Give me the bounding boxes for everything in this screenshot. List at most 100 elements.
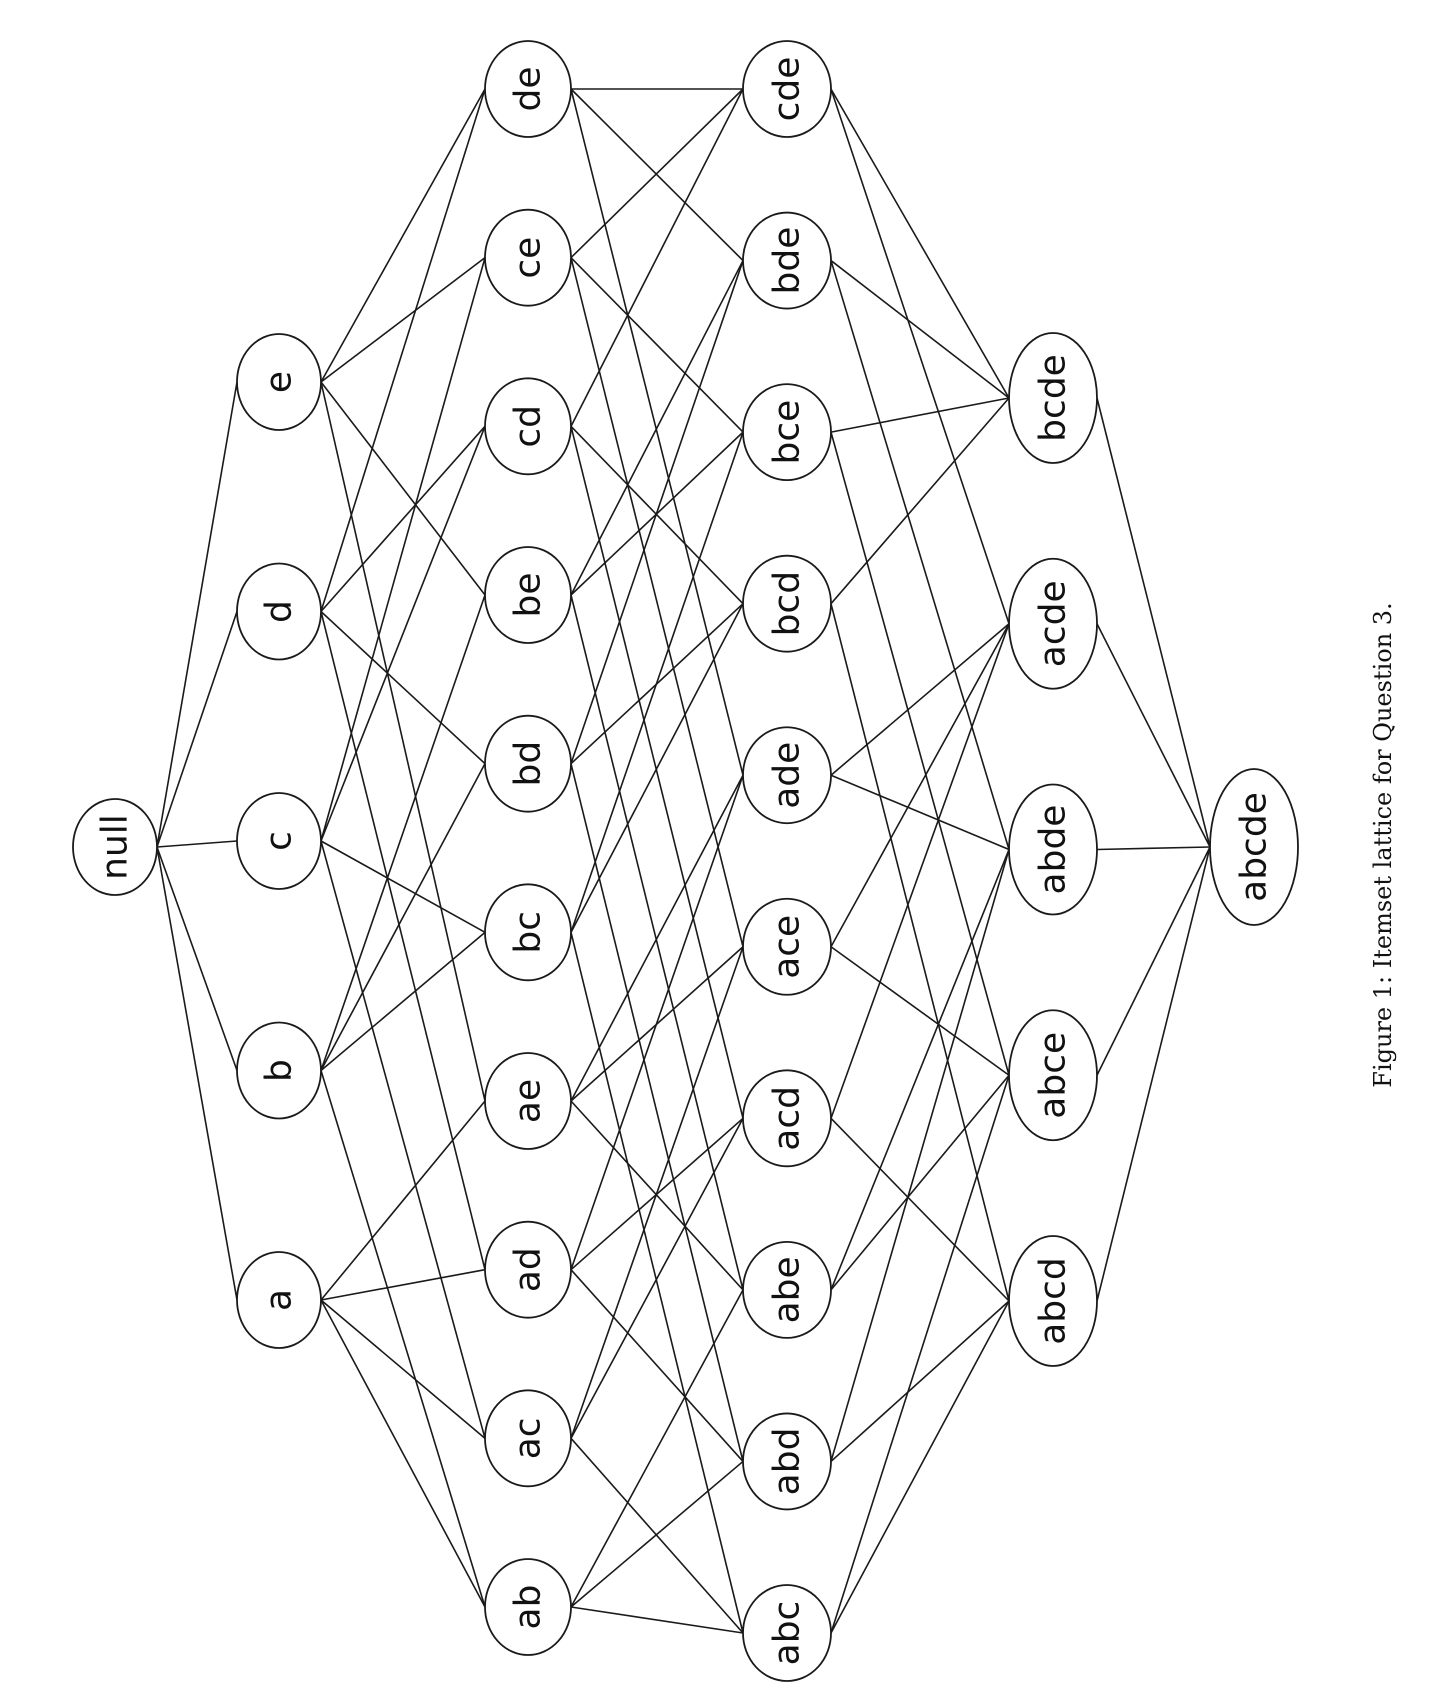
edge-abd-abcd [830, 1300, 1010, 1463]
node-label-bde: bde [767, 227, 808, 295]
node-label-abce: abce [1033, 1032, 1074, 1119]
node-label-d: d [259, 600, 300, 623]
edge-cd-bcd [570, 425, 744, 605]
edge-ab-abe [570, 1289, 744, 1608]
node-label-ad: ad [508, 1247, 549, 1292]
node-ellipse-ace [742, 897, 832, 996]
edge-ae-ade [570, 774, 744, 1102]
edge-abe-abde [830, 849, 1010, 1291]
edge-a-ae [320, 1100, 486, 1301]
node-bcd: bcd [742, 554, 832, 653]
node-abe: abe [742, 1240, 832, 1339]
node-abce: abce [1008, 1009, 1098, 1142]
node-label-ade: ade [767, 742, 808, 809]
node-ade: ade [742, 726, 832, 825]
node-abc: abc [742, 1584, 832, 1682]
node-acd: acd [742, 1069, 832, 1168]
edge-ac-ace [570, 946, 744, 1439]
edge-be-bde [570, 260, 744, 596]
edge-ae-ace [570, 946, 744, 1102]
node-ellipse-abc [742, 1584, 832, 1682]
node-ellipse-acde [1008, 557, 1098, 690]
edge-bc-bcd [570, 603, 744, 933]
edge-abc-abcd [830, 1300, 1010, 1634]
edge-de-bde [570, 88, 744, 262]
node-ellipse-bcd [742, 554, 832, 653]
node-label-bcde: bcde [1033, 354, 1074, 442]
edge-abc-abce [830, 1075, 1010, 1634]
node-label-ab: ab [508, 1585, 549, 1630]
node-bde: bde [742, 211, 832, 310]
edge-d-ad [320, 611, 486, 1270]
node-ellipse-abde [1008, 783, 1098, 916]
node-label-cde: cde [767, 57, 808, 122]
edge-bd-abd [570, 763, 744, 1462]
edge-acde-abcde [1096, 623, 1211, 848]
node-bc: bc [484, 883, 572, 982]
edge-d-cd [320, 425, 486, 613]
node-ellipse-ad [484, 1220, 572, 1319]
edge-a-ac [320, 1299, 486, 1439]
node-ellipse-ac [484, 1389, 572, 1488]
node-ellipse-c [236, 792, 322, 890]
node-be: be [484, 546, 572, 644]
node-e: e [236, 333, 322, 431]
edge-c-cd [320, 426, 486, 842]
node-label-bcd: bcd [767, 571, 808, 637]
edge-ce-cde [570, 88, 744, 259]
node-ellipse-be [484, 546, 572, 644]
node-ellipse-ade [742, 726, 832, 825]
node-abcd: abcd [1008, 1235, 1098, 1367]
node-acde: acde [1008, 557, 1098, 690]
edge-cde-bcde [830, 88, 1010, 399]
node-label-abd: abd [767, 1428, 808, 1496]
edge-bcde-abcde [1096, 397, 1211, 848]
edge-a-ad [320, 1268, 486, 1301]
node-ellipse-acd [742, 1069, 832, 1168]
node-label-abcd: abcd [1033, 1257, 1074, 1345]
edge-e-ae [320, 381, 486, 1102]
edge-null-a [156, 846, 238, 1301]
edge-ac-abc [570, 1437, 744, 1634]
node-label-e: e [259, 371, 300, 393]
node-ae: ae [484, 1052, 572, 1150]
edge-null-d [156, 611, 238, 848]
node-ellipse-ae [484, 1052, 572, 1150]
edge-ade-acde [830, 623, 1010, 776]
node-ce: ce [484, 208, 572, 307]
node-label-acde: acde [1033, 580, 1074, 667]
edge-de-ade [570, 88, 744, 776]
edge-ace-abce [830, 946, 1010, 1076]
node-label-abcde: abcde [1234, 792, 1275, 902]
node-ellipse-bde [742, 211, 832, 310]
edge-acd-acde [830, 623, 1010, 1119]
node-ace: ace [742, 897, 832, 996]
edge-cd-acd [570, 426, 744, 1119]
edge-abd-abde [830, 849, 1010, 1462]
node-ellipse-abce [1008, 1009, 1098, 1142]
node-ellipse-d [236, 562, 322, 661]
edge-ac-acd [570, 1117, 744, 1439]
edge-bcd-abcd [830, 603, 1010, 1302]
edge-e-ce [320, 257, 486, 383]
lattice-edges [156, 88, 1211, 1634]
node-label-ce: ce [508, 237, 549, 279]
node-ellipse-abe [742, 1240, 832, 1339]
edge-ae-abe [570, 1100, 744, 1291]
edge-ad-acd [570, 1117, 744, 1271]
node-label-abe: abe [767, 1256, 808, 1323]
edge-c-ce [320, 257, 486, 842]
edge-bd-bde [570, 260, 744, 764]
node-label-abde: abde [1033, 805, 1074, 895]
node-b: b [236, 1021, 322, 1120]
edge-ace-acde [830, 623, 1010, 948]
edge-b-bc [320, 931, 486, 1072]
edge-ab-abd [570, 1460, 744, 1608]
node-ellipse-a [236, 1251, 322, 1349]
node-ellipse-bd [484, 714, 572, 813]
edge-ce-bce [570, 257, 744, 433]
node-ellipse-bc [484, 883, 572, 982]
node-cd: cd [484, 377, 572, 476]
edge-d-de [320, 88, 486, 612]
node-ellipse-cd [484, 377, 572, 476]
